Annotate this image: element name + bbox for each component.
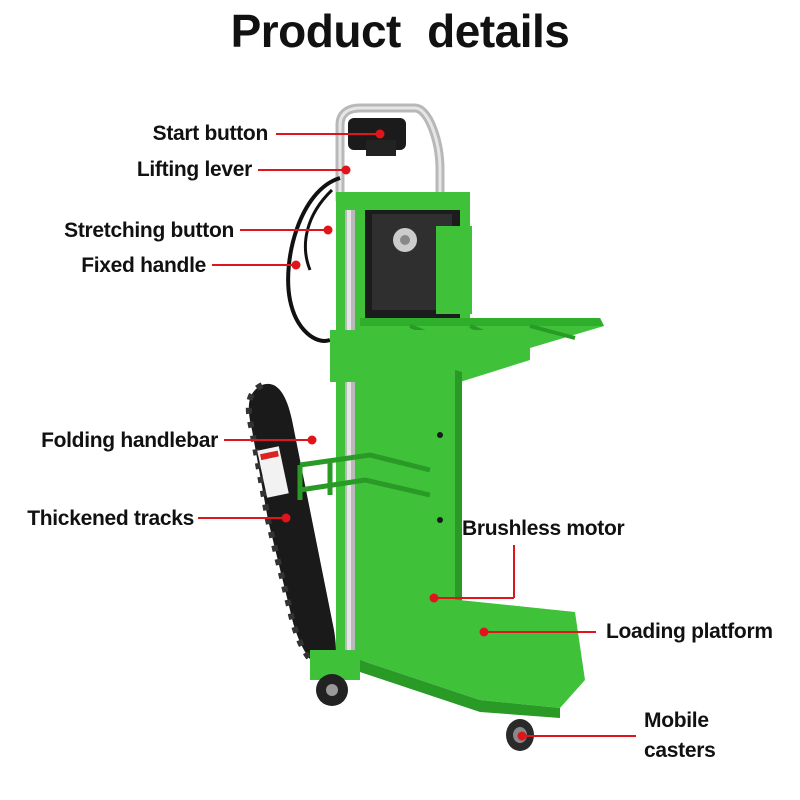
upper-tray [330, 318, 604, 382]
label-start-button: Start button [152, 122, 269, 145]
label-fixed-handle: Fixed handle [81, 254, 206, 277]
thickened-tracks [245, 382, 336, 673]
wire-basket [297, 452, 431, 500]
label-mobile-casters-line2: casters [644, 739, 716, 762]
upper-frame [340, 192, 472, 328]
label-lifting-lever: Lifting lever [136, 158, 252, 181]
rear-wheel [310, 650, 360, 706]
page-title: Product details [230, 5, 570, 57]
main-column [336, 192, 364, 672]
label-mobile-casters: Mobile casters [644, 706, 716, 766]
callout-pointers [198, 129, 636, 741]
label-folding-handlebar: Folding handlebar [41, 429, 218, 452]
label-brushless-motor: Brushless motor [462, 517, 625, 540]
label-stretching-button: Stretching button [64, 219, 234, 242]
label-thickened-tracks: Thickened tracks [27, 507, 194, 530]
label-loading-platform: Loading platform [606, 620, 773, 643]
label-mobile-casters-line1: Mobile [644, 709, 709, 732]
steel-handle [335, 103, 445, 210]
back-panel [364, 370, 462, 640]
